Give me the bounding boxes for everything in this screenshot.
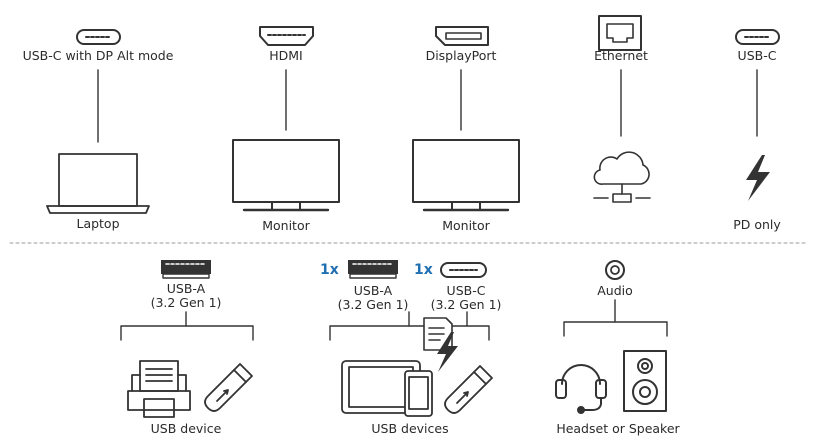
hdmi-port-icon bbox=[259, 26, 314, 46]
port-label-usb-a: USB-A (3.2 Gen 1) bbox=[151, 282, 222, 310]
port-label-usb-c-middle-name: USB-C bbox=[446, 283, 486, 298]
port-label-usb-a-name: USB-A bbox=[166, 281, 206, 296]
displayport-port-icon bbox=[435, 26, 489, 46]
usb-a-port-icon-middle bbox=[348, 260, 398, 279]
port-label-displayport: DisplayPort bbox=[425, 48, 497, 63]
port-label-usb-c-dp-alt: USB-C with DP Alt mode bbox=[22, 48, 174, 63]
device-label-monitor-displayport: Monitor bbox=[442, 218, 490, 233]
device-label-headset-speaker: Headset or Speaker bbox=[556, 421, 680, 436]
usb-stick-icon bbox=[204, 363, 253, 412]
port-label-usb-c-middle: USB-C (3.2 Gen 1) bbox=[431, 284, 502, 312]
usb-c-port-icon bbox=[76, 29, 121, 45]
device-label-usb-device: USB device bbox=[150, 421, 222, 436]
smartphone-icon bbox=[404, 370, 433, 417]
port-label-usb-a-middle: USB-A (3.2 Gen 1) bbox=[338, 284, 409, 312]
cloud-network-icon bbox=[593, 151, 651, 203]
usb-a-port-icon bbox=[161, 260, 211, 279]
monitor-icon-displayport bbox=[412, 139, 520, 212]
usb-c-pd-port-icon bbox=[735, 29, 780, 45]
port-label-usb-a-middle-spec: (3.2 Gen 1) bbox=[337, 297, 409, 312]
laptop-icon bbox=[46, 153, 150, 214]
top-connector-lines bbox=[97, 69, 758, 143]
quantity-usb-c: 1x bbox=[414, 262, 433, 278]
usb-c-port-icon-middle bbox=[440, 262, 487, 278]
port-label-hdmi: HDMI bbox=[269, 48, 303, 63]
quantity-usb-a: 1x bbox=[320, 262, 339, 278]
port-label-ethernet: Ethernet bbox=[594, 48, 648, 63]
port-label-usb-a-spec: (3.2 Gen 1) bbox=[150, 295, 222, 310]
monitor-icon-hdmi bbox=[232, 139, 340, 212]
audio-jack-icon bbox=[605, 260, 625, 280]
port-label-usb-c-pd: USB-C bbox=[737, 48, 777, 63]
usb-stick-icon-middle bbox=[444, 365, 493, 414]
port-label-audio: Audio bbox=[597, 283, 633, 298]
speaker-icon bbox=[623, 350, 667, 412]
printer-icon bbox=[127, 360, 191, 418]
device-label-laptop: Laptop bbox=[76, 216, 120, 231]
port-label-usb-a-middle-name: USB-A bbox=[353, 283, 393, 298]
device-label-usb-devices: USB devices bbox=[371, 421, 449, 436]
lightning-transfer-icon bbox=[437, 332, 458, 372]
port-label-usb-c-middle-spec: (3.2 Gen 1) bbox=[430, 297, 502, 312]
headset-icon bbox=[555, 364, 607, 414]
ethernet-port-icon bbox=[598, 15, 642, 51]
lightning-power-icon bbox=[746, 155, 770, 201]
bottom-connector-brackets bbox=[120, 299, 668, 341]
device-label-monitor-hdmi: Monitor bbox=[262, 218, 310, 233]
device-label-pd-only: PD only bbox=[733, 217, 781, 232]
